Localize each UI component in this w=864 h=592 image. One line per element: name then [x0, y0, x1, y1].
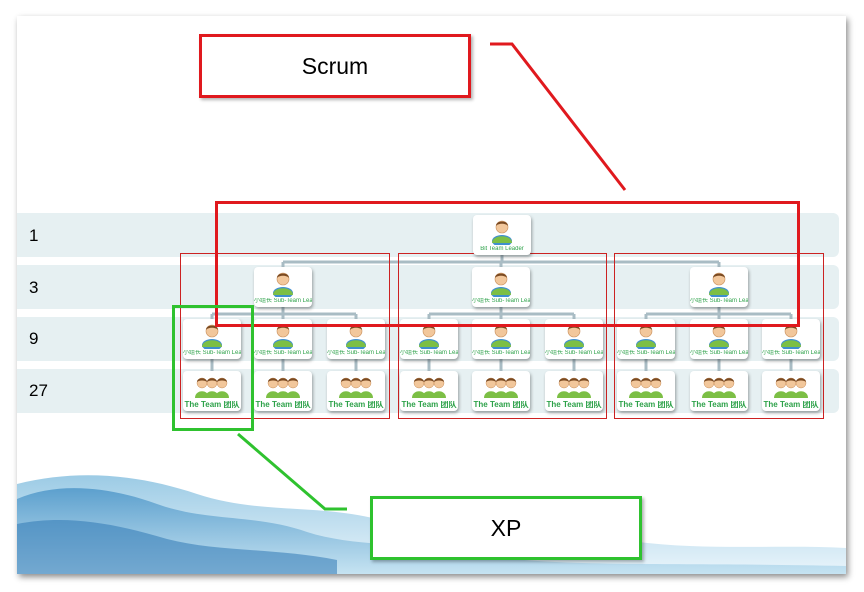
node-caption: 小组长 Sub-Team Leader [254, 350, 312, 356]
team-node: The Team 团队 [254, 371, 312, 411]
level-label: 3 [29, 278, 39, 297]
node-caption: 小组长 Sub-Team Leader [617, 350, 675, 356]
node-caption: Bit Team Leader [480, 246, 524, 252]
group-box-left [180, 253, 390, 419]
xp-scope-box [172, 305, 254, 431]
level-band-1 [17, 213, 839, 257]
level-label: 9 [29, 329, 39, 348]
node-caption: The Team 团队 [401, 401, 457, 408]
team-node: The Team 团队 [400, 371, 458, 411]
team-leader-node: 小组长 Sub-Team Leader [254, 267, 312, 307]
node-caption: The Team 团队 [328, 401, 384, 408]
node-caption: The Team 团队 [763, 401, 819, 408]
team-node: The Team 团队 [183, 371, 241, 411]
team-node: The Team 团队 [617, 371, 675, 411]
team-leader-node: 小组长 Sub-Team Leader [690, 267, 748, 307]
node-caption: 小组长 Sub-Team Leader [690, 298, 748, 304]
node-caption: 小组长 Sub-Team Leader [472, 298, 530, 304]
node-caption: 小组长 Sub-Team Leader [400, 350, 458, 356]
node-caption: 小组长 Sub-Team Leader [762, 350, 820, 356]
node-caption: The Team 团队 [473, 401, 529, 408]
team-node: The Team 团队 [545, 371, 603, 411]
team-node: The Team 团队 [690, 371, 748, 411]
scrum-callout: Scrum [199, 34, 471, 98]
top-leader-node: Bit Team Leader [473, 215, 531, 255]
org-connectors [210, 255, 793, 371]
node-caption: The Team 团队 [546, 401, 602, 408]
level-label: 1 [29, 226, 39, 245]
node-caption: 小组长 Sub-Team Leader [327, 350, 385, 356]
node-caption: The Team 团队 [618, 401, 674, 408]
node-caption: The Team 团队 [691, 401, 747, 408]
xp-callout: XP [370, 496, 642, 560]
node-caption: 小组长 Sub-Team Leader [545, 350, 603, 356]
node-caption: 小组长 Sub-Team Leader [183, 350, 241, 356]
group-box-right [614, 253, 824, 419]
callout-pointers [237, 42, 627, 511]
slide: 1 3 9 27 Bit Team Leader 小组长 Sub-Team Lea… [17, 16, 846, 574]
team-node: The Team 团队 [327, 371, 385, 411]
level-label: 27 [29, 381, 48, 400]
scrum-scope-box [215, 201, 800, 327]
team-leader-node: 小组长 Sub-Team Leader [472, 267, 530, 307]
node-caption: The Team 团队 [184, 401, 240, 408]
node-caption: 小组长 Sub-Team Leader [472, 350, 530, 356]
team-node: The Team 团队 [762, 371, 820, 411]
node-caption: 小组长 Sub-Team Leader [690, 350, 748, 356]
node-caption: The Team 团队 [255, 401, 311, 408]
team-node: The Team 团队 [472, 371, 530, 411]
node-caption: 小组长 Sub-Team Leader [254, 298, 312, 304]
